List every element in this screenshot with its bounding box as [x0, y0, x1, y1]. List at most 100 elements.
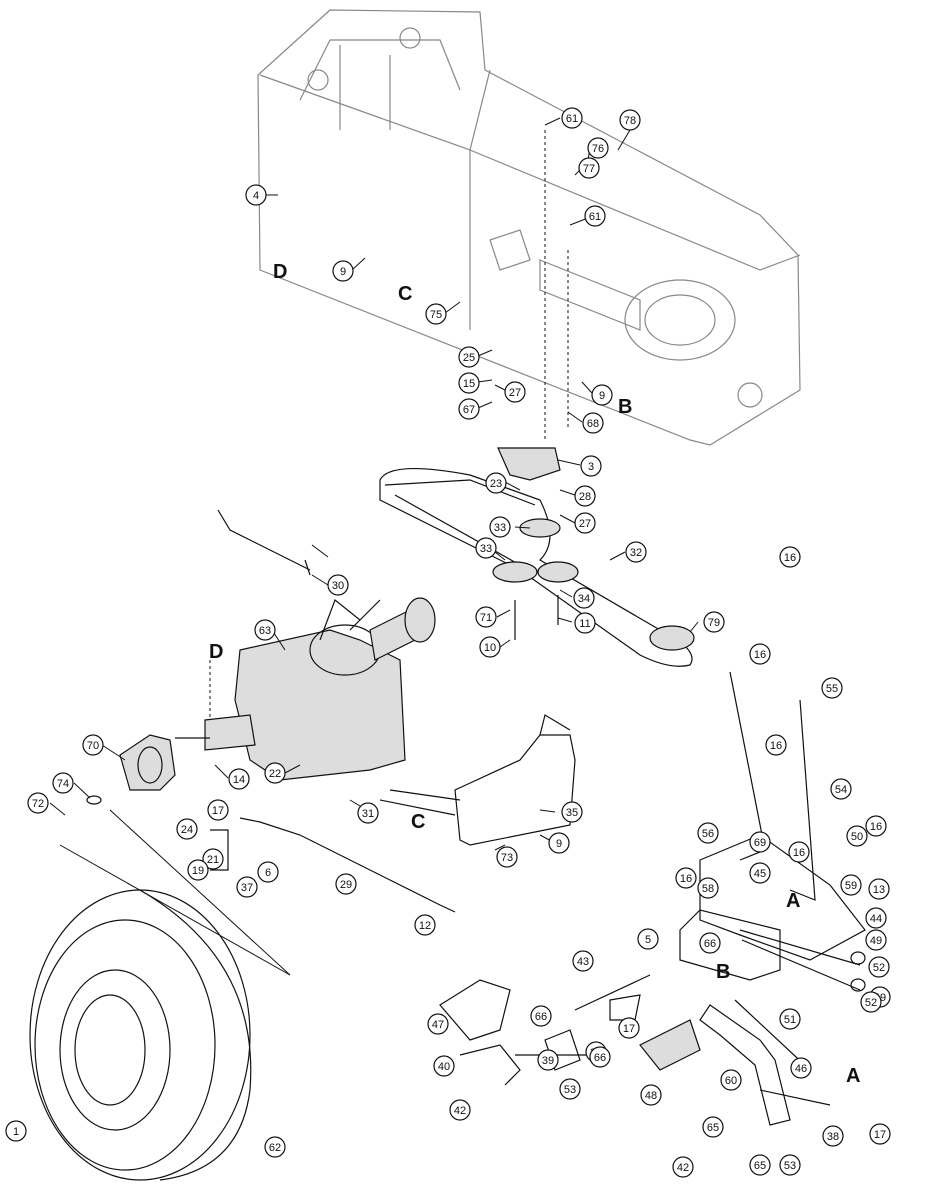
callout-17: 17 — [207, 799, 229, 821]
callout-22: 22 — [264, 762, 286, 784]
callout-16: 16 — [765, 734, 787, 756]
callout-number: 55 — [826, 683, 838, 695]
callout-19: 19 — [187, 859, 209, 881]
callout-58: 58 — [697, 877, 719, 899]
callout-number: 16 — [680, 873, 692, 885]
callout-70: 70 — [82, 734, 104, 756]
callout-45: 45 — [749, 862, 771, 884]
callout-number: 3 — [588, 461, 594, 473]
callout-number: 17 — [874, 1129, 886, 1141]
callout-number: 40 — [438, 1061, 450, 1073]
callout-circle — [618, 1017, 640, 1039]
callout-circle — [637, 928, 659, 950]
callout-number: 17 — [623, 1023, 635, 1035]
callout-number: 10 — [484, 642, 496, 654]
callout-circle — [749, 1154, 771, 1176]
callout-circle — [504, 381, 526, 403]
callout-circle — [475, 537, 497, 559]
callout-16: 16 — [749, 643, 771, 665]
callout-circle — [228, 768, 250, 790]
callout-circle — [5, 1120, 27, 1142]
callout-circle — [264, 1136, 286, 1158]
callout-circle — [749, 831, 771, 853]
callout-66: 66 — [589, 1046, 611, 1068]
callout-9: 9 — [332, 260, 354, 282]
callout-number: 33 — [480, 543, 492, 555]
callout-67: 67 — [458, 398, 480, 420]
callout-number: 17 — [212, 805, 224, 817]
callout-number: 65 — [754, 1160, 766, 1172]
ref-letter-a: A — [846, 1065, 860, 1087]
callout-number: 39 — [542, 1055, 554, 1067]
ref-letter-d: D — [273, 261, 287, 283]
rear-wheel — [29, 809, 291, 1181]
callout-11: 11 — [574, 612, 596, 634]
callout-27: 27 — [504, 381, 526, 403]
callout-number: 74 — [57, 778, 69, 790]
callout-circle — [640, 1084, 662, 1106]
callout-number: 76 — [592, 143, 604, 155]
callout-9: 9 — [591, 384, 613, 406]
callout-number: 16 — [784, 552, 796, 564]
callout-number: 37 — [241, 882, 253, 894]
callout-circle — [865, 929, 887, 951]
callout-51: 51 — [779, 1008, 801, 1030]
callout-number: 30 — [332, 580, 344, 592]
callout-circle — [489, 516, 511, 538]
callout-23: 23 — [485, 472, 507, 494]
callout-number: 65 — [707, 1122, 719, 1134]
callout-number: 79 — [708, 617, 720, 629]
callout-65: 65 — [749, 1154, 771, 1176]
callout-circle — [574, 512, 596, 534]
callout-24: 24 — [176, 818, 198, 840]
callout-number: 60 — [725, 1075, 737, 1087]
callout-76: 76 — [587, 137, 609, 159]
ref-letter-d: D — [209, 641, 223, 663]
callout-16: 16 — [865, 815, 887, 837]
callout-42: 42 — [449, 1099, 471, 1121]
callout-number: 14 — [233, 774, 245, 786]
callout-circle — [822, 1125, 844, 1147]
callout-circle — [578, 157, 600, 179]
callout-42: 42 — [672, 1156, 694, 1178]
callout-5: 5 — [637, 928, 659, 950]
callout-28: 28 — [574, 485, 596, 507]
callout-46: 46 — [790, 1057, 812, 1079]
drive-belt-assembly — [379, 130, 695, 667]
callout-74: 74 — [52, 772, 74, 794]
callout-circle — [52, 772, 74, 794]
hub — [86, 734, 176, 805]
callout-circle — [479, 636, 501, 658]
callout-31: 31 — [357, 802, 379, 824]
callout-30: 30 — [327, 574, 349, 596]
callout-number: 63 — [259, 625, 271, 637]
callout-number: 34 — [578, 593, 590, 605]
callout-circle — [335, 873, 357, 895]
callout-circle — [449, 1099, 471, 1121]
callout-number: 9 — [340, 266, 346, 278]
callout-number: 47 — [432, 1019, 444, 1031]
callout-number: 16 — [770, 740, 782, 752]
callout-number: 73 — [501, 852, 513, 864]
callout-number: 52 — [865, 997, 877, 1009]
callout-number: 59 — [845, 880, 857, 892]
reference-letters: D C B D C B A A — [209, 261, 860, 1087]
callout-circle — [869, 1123, 891, 1145]
callout-number: 54 — [835, 784, 847, 796]
callout-75: 75 — [425, 303, 447, 325]
callout-25: 25 — [458, 346, 480, 368]
bracket — [379, 714, 576, 846]
callout-circle — [625, 541, 647, 563]
callout-circle — [697, 877, 719, 899]
callout-number: 35 — [566, 807, 578, 819]
callout-33: 33 — [489, 516, 511, 538]
callout-69: 69 — [749, 831, 771, 853]
callout-29: 29 — [335, 873, 357, 895]
callout-circle — [868, 878, 890, 900]
callout-circle — [202, 848, 224, 870]
callout-number: 16 — [870, 821, 882, 833]
callout-number: 61 — [566, 113, 578, 125]
callout-number: 16 — [754, 649, 766, 661]
callout-circle — [530, 1005, 552, 1027]
